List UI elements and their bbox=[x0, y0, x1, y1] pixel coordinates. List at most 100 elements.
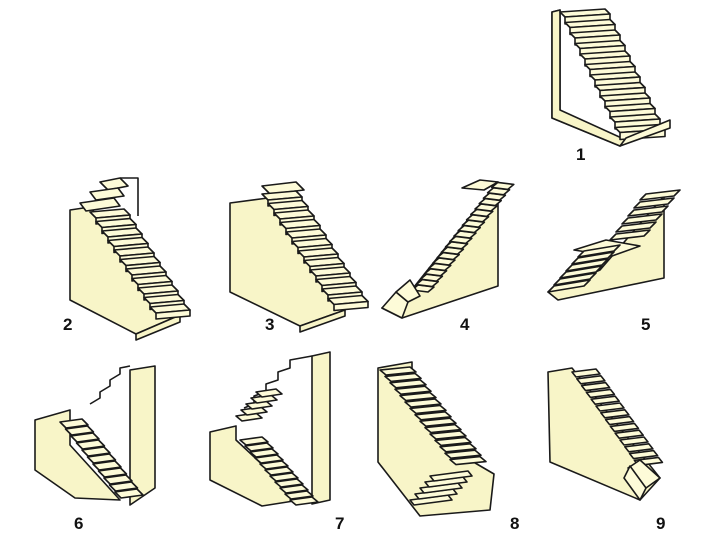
stair-5-tread bbox=[627, 205, 669, 217]
stair-8-tread bbox=[389, 378, 427, 389]
stair-6-tread bbox=[108, 481, 139, 492]
stair-8-tread bbox=[404, 398, 442, 408]
stair-7-tread bbox=[254, 454, 284, 464]
figure-label-6: 6 bbox=[74, 514, 84, 533]
stair-9-tread bbox=[575, 374, 606, 385]
stair-9-tread bbox=[623, 442, 654, 453]
figure-label-5: 5 bbox=[641, 315, 651, 334]
stair-2-tread bbox=[79, 197, 121, 212]
stair-5-tread bbox=[633, 197, 675, 209]
stair-6-tread bbox=[103, 474, 133, 485]
staircase-2 bbox=[69, 177, 191, 341]
stair-8-tread bbox=[429, 430, 467, 440]
stair-6-tread bbox=[86, 453, 117, 464]
stair-6-upper-profile bbox=[89, 365, 131, 405]
stair-5-tread bbox=[609, 229, 651, 241]
staircase-3 bbox=[229, 181, 369, 333]
stair-2-tread bbox=[89, 187, 125, 201]
figure-label-3: 3 bbox=[265, 315, 275, 334]
stair-7-tread bbox=[239, 436, 269, 446]
stair-9-tread bbox=[585, 388, 616, 399]
stair-4-landing bbox=[461, 179, 499, 191]
stair-8-lower-tread bbox=[429, 470, 473, 482]
staircase-9 bbox=[547, 367, 664, 501]
stair-5-tread bbox=[639, 189, 681, 201]
stair-8-tread bbox=[379, 366, 417, 376]
stair-9-tread bbox=[604, 415, 635, 426]
stair-2-tread bbox=[99, 177, 129, 191]
figure-label-8: 8 bbox=[510, 514, 520, 533]
stair-8-tread bbox=[394, 385, 432, 396]
stair-6-tread bbox=[75, 439, 106, 450]
stair-3-riser bbox=[333, 300, 369, 312]
stair-3-base bbox=[299, 309, 346, 333]
staircase-7 bbox=[209, 351, 331, 507]
stair-7-tread bbox=[274, 478, 304, 488]
stair-7-tread bbox=[259, 460, 289, 470]
staircase-8 bbox=[377, 361, 495, 517]
figure-label-1: 1 bbox=[576, 145, 586, 164]
staircase-5 bbox=[547, 189, 681, 301]
stair-2-riser bbox=[155, 309, 191, 320]
stair-7-tread bbox=[279, 484, 309, 494]
stair-8-tread bbox=[424, 423, 462, 434]
stair-5-tread bbox=[547, 279, 591, 293]
stair-5-tread bbox=[553, 272, 597, 286]
stair-5-tread bbox=[577, 244, 621, 258]
stair-1-base bbox=[619, 119, 671, 147]
stair-9-tread bbox=[619, 436, 649, 446]
stair-7-tread bbox=[284, 490, 314, 500]
stair-9-winder bbox=[623, 465, 647, 501]
stair-7-tread bbox=[289, 496, 319, 506]
stair-4-winder bbox=[395, 279, 421, 303]
stair-7-tread bbox=[244, 442, 274, 452]
staircase-1 bbox=[551, 8, 671, 147]
stair-6-side bbox=[34, 409, 121, 501]
staircase-4 bbox=[381, 179, 515, 319]
stair-8-tread bbox=[444, 449, 482, 460]
stair-6-tread bbox=[92, 460, 122, 471]
stair-6-tread bbox=[97, 467, 128, 478]
stair-8-tread bbox=[419, 417, 457, 428]
stair-8-tread bbox=[414, 410, 452, 421]
stair-9-tread bbox=[609, 422, 640, 433]
stair-5-tread bbox=[565, 258, 609, 272]
figure-label-4: 4 bbox=[460, 315, 470, 334]
stair-7-tread bbox=[249, 448, 279, 458]
stair-7-tread bbox=[264, 466, 294, 476]
stair-5-tread bbox=[571, 251, 615, 265]
stair-9-tread bbox=[580, 381, 611, 392]
stair-6-tread bbox=[70, 432, 100, 443]
stair-8-tread bbox=[434, 436, 472, 447]
figure-label-9: 9 bbox=[656, 514, 666, 533]
figure-label-2: 2 bbox=[63, 315, 73, 334]
stair-6-tread bbox=[64, 425, 95, 436]
figure-label-7: 7 bbox=[335, 514, 345, 533]
stair-8-tread bbox=[449, 455, 487, 466]
stair-9-tread bbox=[628, 449, 659, 460]
staircase-6 bbox=[34, 365, 156, 506]
stair-8-tread bbox=[399, 391, 437, 402]
stair-5-tread bbox=[559, 265, 603, 279]
stair-8-tread bbox=[409, 404, 447, 415]
stair-2-rail bbox=[120, 177, 139, 216]
stair-2-base bbox=[135, 314, 181, 341]
stair-6-tread bbox=[59, 418, 89, 429]
stair-9-tread bbox=[599, 408, 630, 419]
stair-7-tread bbox=[255, 388, 283, 398]
stair-9-tread bbox=[595, 402, 625, 412]
stair-9-tread bbox=[614, 429, 645, 440]
stair-8-tread bbox=[384, 372, 422, 383]
stair-7-wall bbox=[311, 351, 331, 505]
stair-7-tread bbox=[269, 472, 299, 482]
stair-6-wall bbox=[129, 365, 156, 506]
stair-5-tread bbox=[621, 213, 663, 225]
stair-5-tread bbox=[615, 221, 657, 233]
stair-8-tread bbox=[439, 442, 477, 453]
stair-6-tread bbox=[114, 488, 144, 499]
stair-6-tread bbox=[81, 446, 111, 457]
stair-9-tread bbox=[571, 368, 601, 378]
stair-9-tread bbox=[590, 395, 621, 406]
